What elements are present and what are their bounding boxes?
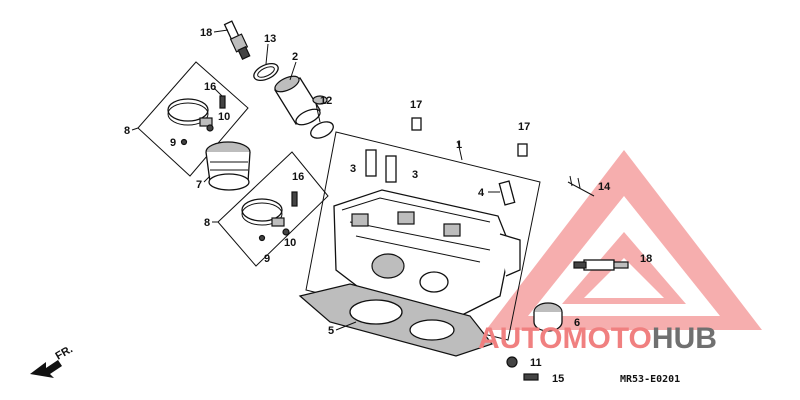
callout-10-lower: 10: [284, 237, 296, 249]
callout-1: 1: [456, 139, 462, 151]
callout-3-b: 3: [412, 169, 418, 181]
callout-17-right: 17: [518, 121, 530, 133]
callout-16-lower: 16: [292, 171, 304, 183]
cylinder-head: [333, 189, 521, 319]
nut-11: [506, 356, 518, 368]
insulator-pipe-2: [274, 75, 328, 126]
callout-9-top: 9: [170, 137, 176, 149]
front-direction-label: FR.: [54, 343, 75, 362]
drawing-code: MR53-E0201: [620, 374, 680, 385]
callout-8-top: 8: [124, 125, 130, 137]
cap-6: [533, 302, 563, 332]
callout-18-top: 18: [200, 27, 212, 39]
callout-4: 4: [478, 187, 485, 199]
watermark-logo-icon: [486, 150, 762, 330]
bolt-15: [523, 373, 539, 381]
bolt-16-lower: [291, 191, 298, 207]
group-bracket-lower: [217, 151, 329, 267]
cylinder-head-group-bracket: [305, 131, 541, 341]
watermark-text-auto: AUTO: [478, 322, 562, 355]
callout-15: 15: [552, 373, 564, 385]
bolt-16-upper: [219, 95, 226, 109]
valve-guide-3b: [385, 155, 397, 183]
clamp-band-upper: [167, 98, 213, 127]
callout-10-top: 10: [218, 111, 230, 123]
valve-guide-3a: [365, 149, 377, 177]
dowel-pin-17-left: [411, 117, 422, 131]
callout-9-lower: 9: [264, 253, 270, 265]
group-bracket-upper: [137, 61, 249, 177]
watermark-text-hub: HUB: [652, 322, 717, 355]
callout-13: 13: [264, 33, 276, 45]
dowel-pin-17-right: [517, 143, 528, 157]
callout-18-right: 18: [640, 253, 652, 265]
callout-11: 11: [530, 357, 542, 369]
screw-9-lower: [258, 234, 266, 242]
screw-9-upper: [180, 138, 188, 146]
callout-12: 12: [320, 95, 332, 107]
o-ring-12: [310, 121, 334, 139]
callout-3-a: 3: [350, 163, 356, 175]
spark-plug-top: [223, 20, 251, 61]
valve-guide-4: [498, 180, 516, 206]
callout-6: 6: [574, 317, 580, 329]
watermark-text: AUTOMOTOHUB: [478, 322, 717, 355]
front-arrow-icon: [30, 360, 62, 378]
callout-8-lower: 8: [204, 217, 210, 229]
intake-insulator-7: [205, 141, 251, 191]
spark-plug-right: [573, 259, 629, 271]
callout-5: 5: [328, 325, 334, 337]
watermark-text-moto: MOTO: [562, 322, 651, 355]
callout-7: 7: [196, 179, 202, 191]
callout-17-left: 17: [410, 99, 422, 111]
callout-2: 2: [292, 51, 298, 63]
nut-10-upper: [206, 124, 214, 132]
head-gasket-5: [298, 283, 493, 357]
callout-14: 14: [598, 181, 611, 193]
stud-bolt-14: [567, 181, 595, 197]
nut-10-lower: [282, 228, 290, 236]
clamp-band-lower: [241, 198, 285, 227]
o-ring-13: [253, 62, 279, 82]
callout-16-top: 16: [204, 81, 216, 93]
